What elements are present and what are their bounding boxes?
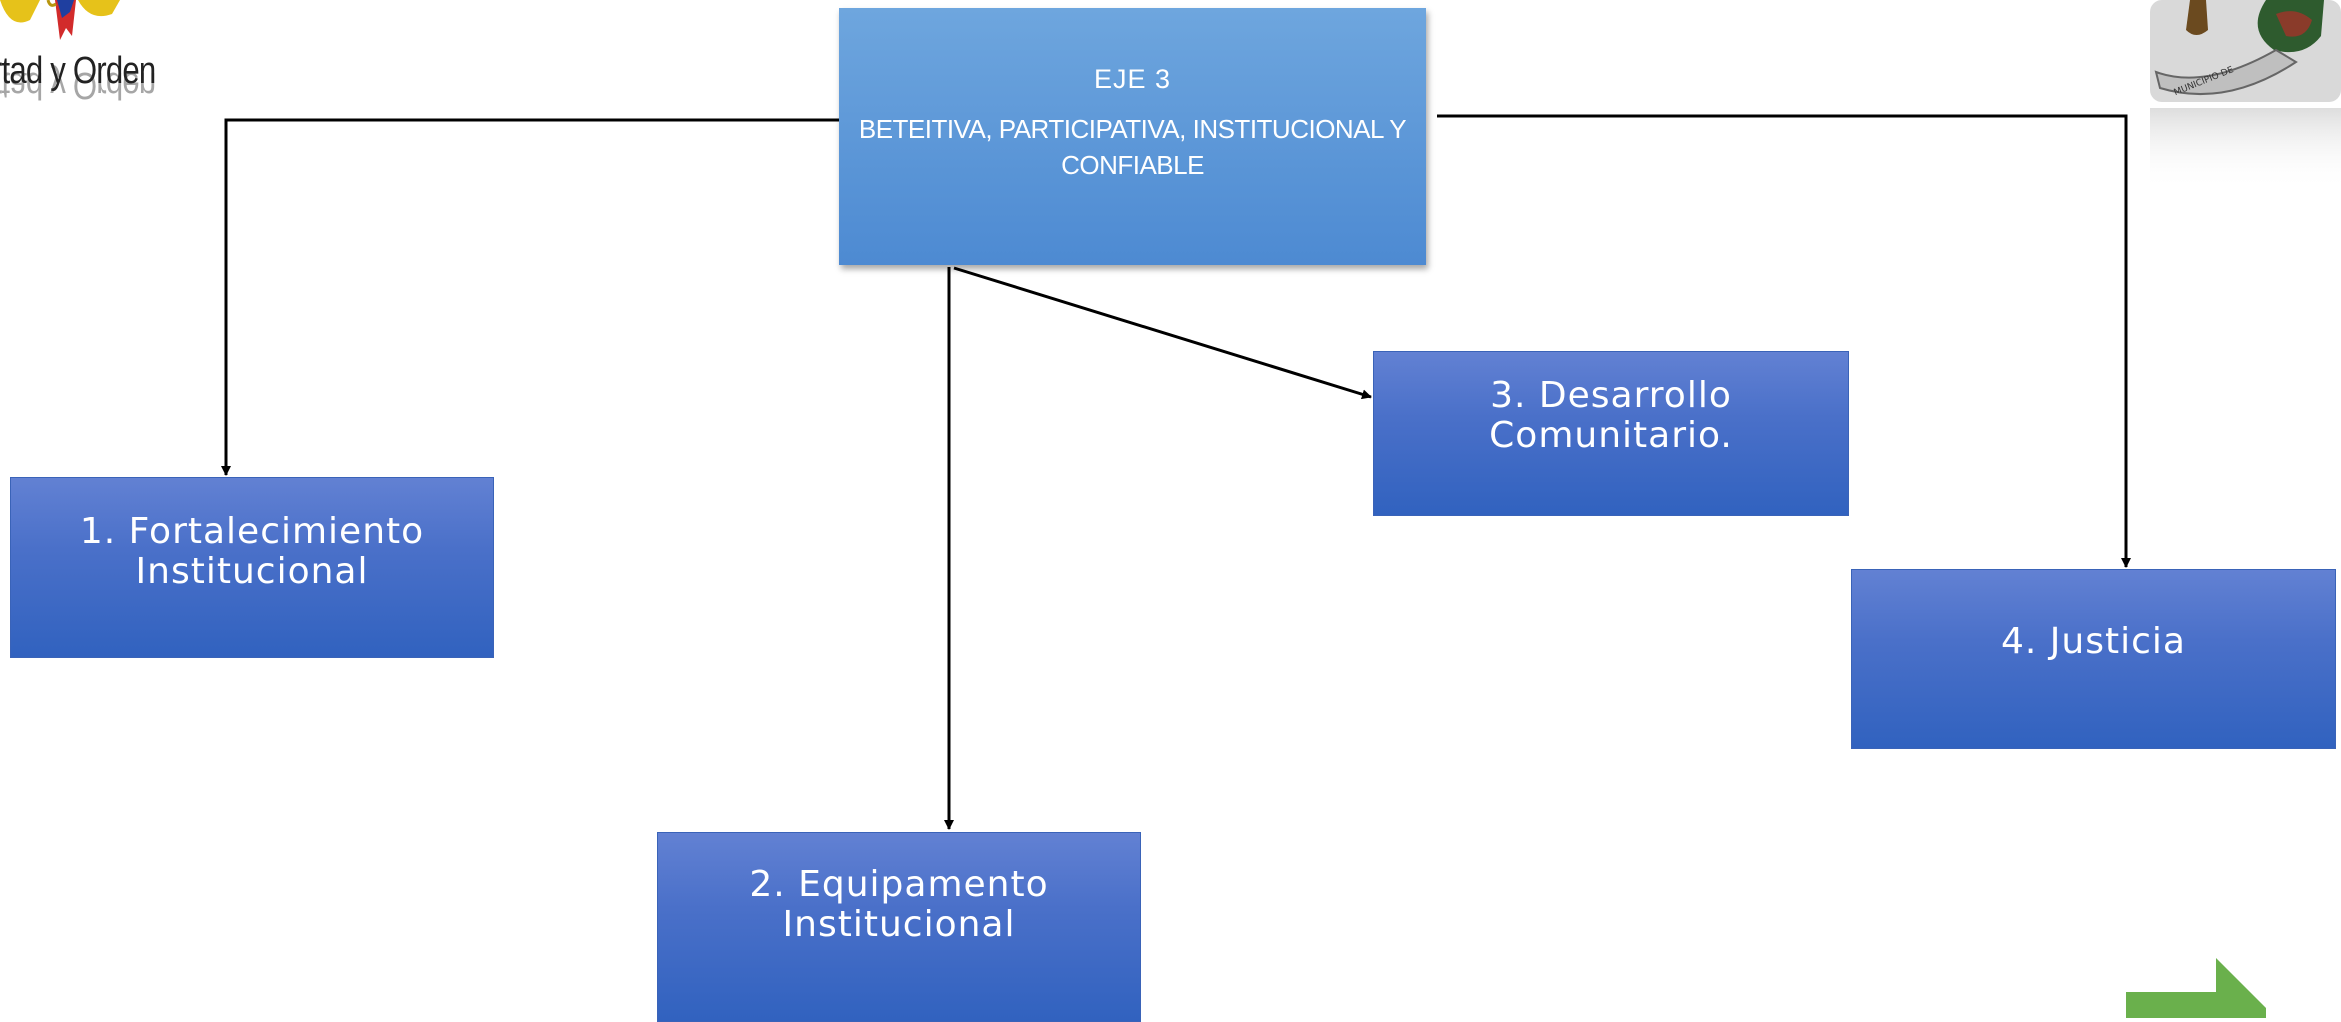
node-justicia: 4. Justicia (1851, 569, 2336, 749)
node-1-line-1: 1. Fortalecimiento (79, 511, 425, 552)
node-equipamento: 2. Equipamento Institucional (657, 832, 1141, 1022)
next-slide-arrow-icon[interactable] (2126, 958, 2266, 1018)
node-2-line-1: 2. Equipamento (749, 864, 1049, 905)
node-3-line-2: Comunitario. (1489, 415, 1733, 456)
connector-to-node-1 (221, 118, 839, 476)
node-1-line-2: Institucional (135, 551, 369, 592)
axis-subtitle: BETEITIVA, PARTICIPATIVA, INSTITUCIONAL … (858, 114, 1407, 180)
right-logo: MUNICIPIO DE (2146, 0, 2341, 190)
left-logo: rtad y Orden rtad y Orden (0, 0, 200, 190)
node-desarrollo: 3. Desarrollo Comunitario. (1373, 351, 1849, 516)
node-fortalecimiento: 1. Fortalecimiento Institucional (10, 477, 494, 658)
connector-to-node-4 (1437, 114, 2131, 568)
municipal-coat-of-arms-icon: MUNICIPIO DE (2150, 0, 2341, 190)
node-2-line-2: Institucional (782, 904, 1016, 945)
node-4-line-1: 4. Justicia (2001, 621, 2186, 662)
axis-label: EJE 3 (1093, 64, 1172, 94)
node-3-line-1: 3. Desarrollo (1490, 375, 1732, 416)
colombia-coat-of-arms-icon (0, 0, 120, 40)
main-axis-box: EJE 3 BETEITIVA, PARTICIPATIVA, INSTITUC… (839, 8, 1426, 265)
motto-text: rtad y Orden (0, 50, 156, 92)
connector-to-node-3 (953, 266, 1372, 400)
